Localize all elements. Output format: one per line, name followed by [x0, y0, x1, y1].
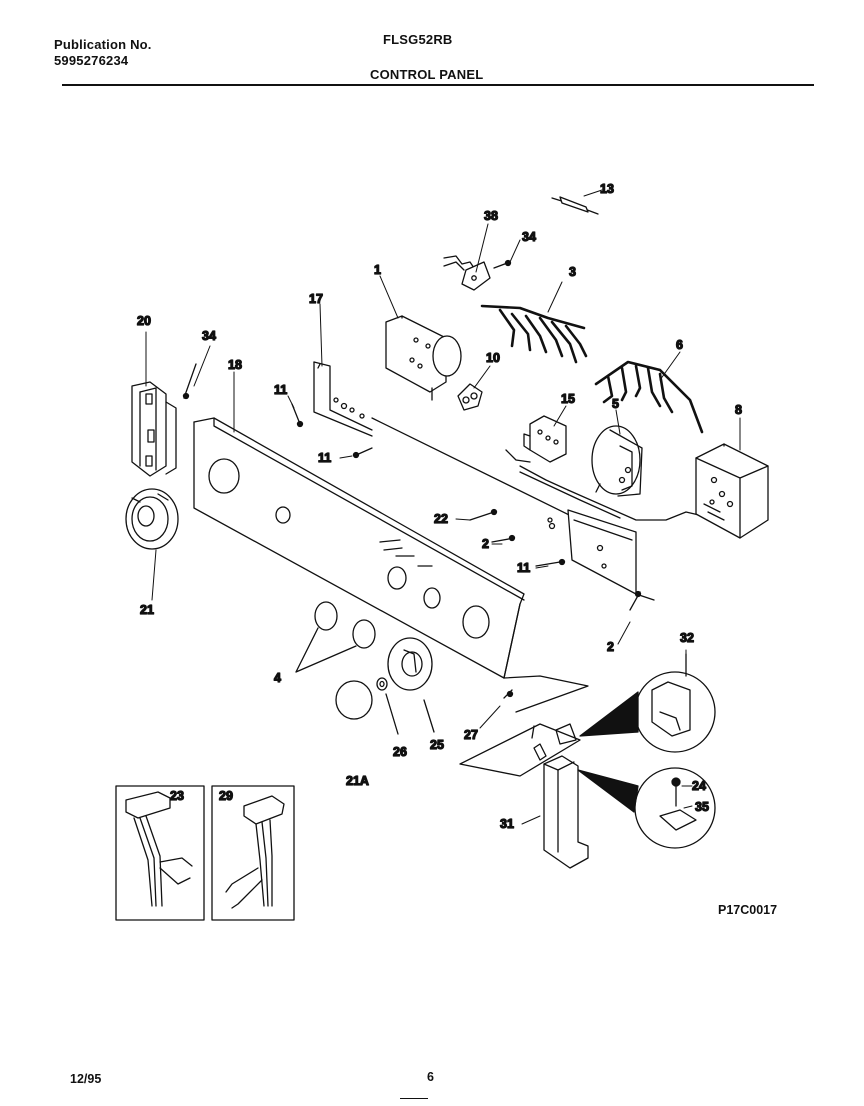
- callout-2-right: 2: [607, 640, 614, 654]
- model-number: FLSG52RB: [383, 32, 453, 47]
- callout-11-top: 11: [274, 383, 287, 397]
- callout-31: 31: [500, 817, 514, 831]
- section-title: CONTROL PANEL: [370, 67, 484, 82]
- callout-34-top: 34: [522, 230, 536, 244]
- callout-10: 10: [486, 351, 500, 365]
- callout-25: 25: [430, 738, 444, 752]
- publication-label: Publication No.: [54, 37, 152, 52]
- part-32-detail-view: [579, 653, 716, 753]
- footer-rule: [400, 1098, 428, 1099]
- callout-5: 5: [612, 397, 619, 411]
- part-21a-knob-cap: [335, 680, 373, 720]
- part-38-bracket: [443, 255, 491, 291]
- part-20-endcap: [131, 381, 177, 477]
- part-29-harness-inset: [211, 785, 295, 921]
- part-24-35-detail-view: [577, 767, 716, 849]
- part-6-wire-harness: [594, 360, 704, 434]
- callout-24: 24: [692, 779, 706, 793]
- part-15-terminal-block: [523, 415, 567, 463]
- callout-17: 17: [309, 292, 323, 306]
- callout-11-right: 11: [517, 561, 530, 575]
- part-8-control-module: [695, 443, 769, 539]
- part-31-bracket: [459, 723, 589, 869]
- callout-29: 29: [219, 789, 233, 803]
- header-rule: [62, 84, 814, 86]
- footer-date: 12/95: [70, 1072, 102, 1086]
- callout-22: 22: [434, 512, 448, 526]
- publication-number: 5995276234: [54, 53, 129, 68]
- part-13-sensor: [551, 196, 599, 215]
- callout-2-left: 2: [482, 537, 489, 551]
- callout-26: 26: [393, 745, 407, 759]
- part-3-wire-harness: [480, 304, 588, 364]
- drawing-code: P17C0017: [718, 903, 778, 917]
- callout-21: 21: [140, 603, 154, 617]
- callout-23: 23: [170, 789, 184, 803]
- page-number: 6: [427, 1070, 434, 1084]
- part-4-knobs: [295, 601, 376, 673]
- callout-8: 8: [735, 403, 742, 417]
- callout-21a: 21A: [346, 774, 369, 788]
- part-18-console: [193, 417, 589, 713]
- callout-6: 6: [676, 338, 683, 352]
- part-34-screw-side: [183, 363, 197, 399]
- callout-leaders: [145, 189, 741, 825]
- callout-35: 35: [695, 800, 709, 814]
- callout-27: 27: [464, 728, 478, 742]
- callout-11-mid: 11: [318, 451, 331, 465]
- part-26-washer: [376, 677, 399, 735]
- part-21-knob: [125, 488, 179, 550]
- callout-3: 3: [569, 265, 576, 279]
- part-25-dial: [387, 637, 435, 733]
- callout-15: 15: [561, 392, 575, 406]
- part-10-switch: [457, 383, 483, 411]
- callout-1: 1: [374, 263, 381, 277]
- callout-38: 38: [484, 209, 498, 223]
- callout-20: 20: [137, 314, 151, 328]
- part-5-selector-switch: [591, 425, 643, 497]
- callout-32: 32: [680, 631, 694, 645]
- part-23-harness-inset: [115, 785, 205, 921]
- callout-4: 4: [274, 671, 281, 685]
- callout-18: 18: [228, 358, 242, 372]
- callout-13: 13: [600, 182, 614, 196]
- part-1-timer: [385, 315, 462, 401]
- callout-34-side: 34: [202, 329, 216, 343]
